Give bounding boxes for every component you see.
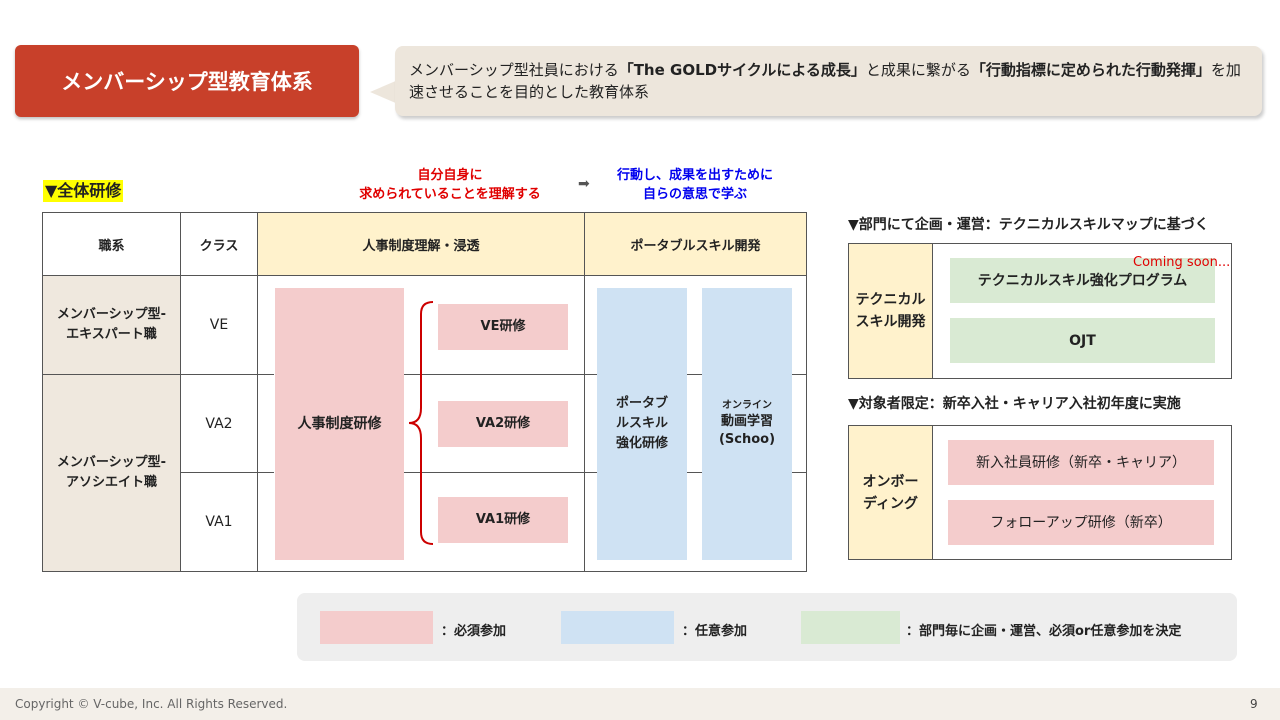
job-associate: メンバーシップ型- アソシエイト職	[42, 374, 181, 572]
arrow-right-icon: ➡	[578, 176, 590, 192]
callout-gold-cycle: 「The GOLDサイクルによる成長」	[618, 61, 866, 79]
header-hr-system: 人事制度理解・浸透	[257, 212, 585, 276]
header-portable-skill: ポータブルスキル開発	[584, 212, 807, 276]
footer	[0, 688, 1280, 720]
va2-training: VA2研修	[438, 401, 568, 447]
portable-divider-1	[585, 374, 807, 375]
legend-label-department: ：部門毎に企画・運営、必須or任意参加を決定	[906, 624, 1182, 639]
purpose-callout: メンバーシップ型社員における「The GOLDサイクルによる成長」と成果に繋がる…	[395, 46, 1262, 116]
legend-swatch-department	[801, 611, 900, 644]
section-technical: ▼部門にて企画・運営：テクニカルスキルマップに基づく	[848, 217, 1209, 233]
online-label: オンライン	[722, 400, 772, 411]
new-employee-training: 新入社員研修（新卒・キャリア）	[948, 440, 1214, 485]
row-divider-left-va2	[258, 374, 274, 375]
technical-program: テクニカルスキル強化プログラム	[950, 258, 1215, 303]
section-onboarding: ▼対象者限定：新卒入社・キャリア入社初年度に実施	[848, 396, 1181, 412]
class-va2: VA2	[180, 374, 258, 473]
legend-label-optional: ：任意参加	[682, 624, 748, 639]
header-class: クラス	[180, 212, 258, 276]
hr-system-training: 人事制度研修	[275, 288, 404, 560]
section-overall-training: ▼全体研修	[43, 180, 124, 202]
portable-divider-2	[585, 472, 807, 473]
callout-behavior: 「行動指標に定められた行動発揮」	[970, 61, 1211, 79]
portable-skill-training: ポータブ ルスキル 強化研修	[597, 288, 687, 560]
callout-text-post: を加速させることを目的とした教育体系	[409, 61, 1241, 101]
va1-training: VA1研修	[438, 497, 568, 543]
callout-tail	[370, 80, 398, 104]
note-learn-line1: 行動し、成果を出すために	[616, 168, 773, 183]
ojt-program: OJT	[950, 318, 1215, 363]
onboarding-frame	[848, 425, 1232, 560]
note-understand: 自分自身に 求められていることを理解する	[300, 166, 600, 204]
legend-label-required: ：必須参加	[441, 624, 507, 639]
copyright: Copyright © V-cube, Inc. All Rights Rese…	[15, 697, 288, 711]
legend-swatch-optional	[561, 611, 674, 644]
note-understand-line2: 求められていることを理解する	[359, 187, 541, 202]
row-divider-mid-va1	[404, 472, 584, 473]
job-expert: メンバーシップ型- エキスパート職	[42, 275, 181, 375]
note-understand-line1: 自分自身に	[417, 168, 483, 183]
class-ve: VE	[180, 275, 258, 375]
class-va1: VA1	[180, 472, 258, 572]
portable-area	[584, 275, 807, 572]
follow-up-training: フォローアップ研修（新卒）	[948, 500, 1214, 545]
online-video-learning: オンライン 動画学習 (Schoo)	[702, 288, 792, 560]
onboarding-category: オンボー ディング	[849, 426, 933, 559]
row-divider-left-va1	[258, 472, 274, 473]
curly-brace-icon	[408, 301, 434, 545]
page-number: 9	[1250, 697, 1258, 711]
technical-frame	[848, 243, 1232, 379]
callout-text-pre: メンバーシップ型社員における	[409, 61, 619, 79]
note-learn: 行動し、成果を出すために 自らの意思で学ぶ	[590, 166, 800, 204]
ve-training: VE研修	[438, 304, 568, 350]
coming-soon-label: Coming soon...	[1133, 255, 1231, 270]
header-job: 職系	[42, 212, 181, 276]
schoo-label: 動画学習 (Schoo)	[718, 414, 776, 447]
legend	[297, 593, 1237, 661]
technical-category: テクニカル スキル開発	[849, 244, 933, 378]
note-learn-line2: 自らの意思で学ぶ	[642, 187, 747, 202]
callout-text-mid: と成果に繋がる	[865, 61, 971, 79]
page-title: メンバーシップ型教育体系	[15, 45, 359, 117]
legend-swatch-required	[320, 611, 433, 644]
row-divider-mid-va2	[404, 374, 584, 375]
